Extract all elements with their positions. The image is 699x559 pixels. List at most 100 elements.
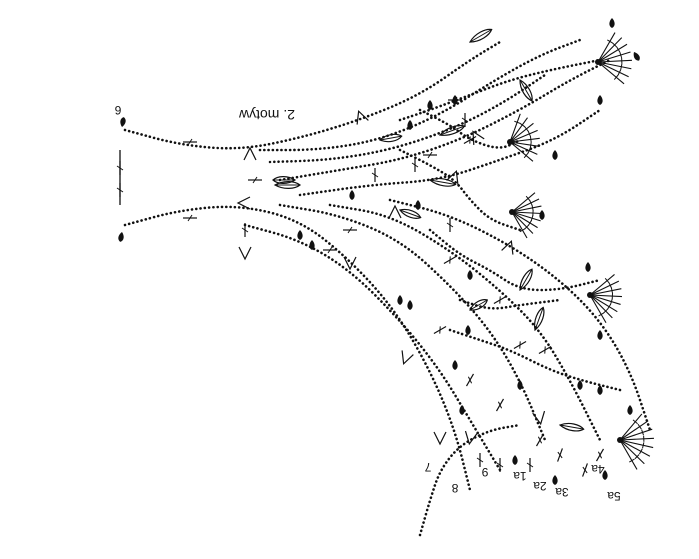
v-mark-5 [464,430,478,446]
fan-right-spoke [589,294,618,313]
fan-right-spoke [589,294,621,305]
petal-stitch-9-stem [534,307,544,331]
chain-row-upper-2 [258,38,582,152]
fan-mid-1-tick [523,152,529,159]
chain-connector-2 [418,108,522,149]
stem-picot-2-fill [118,232,124,242]
fan-mid-1-tick [529,142,532,149]
fan-mid-1-spoke [509,113,521,143]
fan-bottom-spoke [619,413,643,441]
chain-row-upper-1 [123,40,502,150]
v-mark-6 [532,410,546,426]
dc-stitch-15 [595,448,605,462]
picot-4-fill [552,150,558,160]
picot-18-fill [465,325,471,335]
v-stitch-2-lines [238,246,252,261]
fan-mid-1-spoke [509,137,540,143]
picot-18 [465,325,471,335]
picot-14-fill [597,385,603,395]
fan-mid-2-spoke [511,211,534,234]
picot-6 [297,230,303,240]
chain-connector-4 [448,328,622,392]
fan-mid-1-spoke [509,141,538,155]
stem-tick-1-cross [116,165,124,171]
stem-picot-1 [120,117,126,127]
row-label-2a: 2a [533,479,547,493]
petal-stitch-4-stem [429,179,456,186]
picot-15-fill [627,405,633,415]
picot-21 [467,270,473,280]
fan-top-spoke [597,37,623,63]
dc-stitch-12-cross [537,436,543,444]
fan-mid-2-tick [529,199,533,206]
picot-5 [539,210,545,220]
fan-bottom [617,413,654,470]
fan-top [595,32,632,85]
petal-stitch-10 [558,422,585,432]
fan-top-tick [619,51,623,58]
v-stitch-1-lines [243,146,257,161]
fan-mid-1-spoke [509,117,528,143]
fan-mid-2-spoke [511,211,528,239]
fan-top-spoke [597,43,628,63]
picot-23 [427,100,433,110]
v-mark-8-lines [343,256,357,271]
stem-tick-3-cross [187,138,193,146]
dc-stitch-7 [513,340,527,350]
picot-16 [585,262,591,272]
v-mark-7-lines [356,109,369,125]
dc-stitch-2-cross [469,136,471,144]
v-mark-9-lines [388,204,402,219]
dc-stitch-18 [526,458,534,472]
dc-stitch-1-cross [452,96,458,104]
fan-right-spoke [589,294,607,323]
chain-connector-3 [428,228,602,292]
dc-stitch-11 [495,398,505,412]
picot-1 [609,18,615,28]
v-stitch-3 [236,196,251,210]
picot-20 [415,200,421,210]
chain-connector-5 [458,298,562,310]
petal-stitch-5 [378,133,403,143]
petal-stitch-7 [273,181,301,189]
fan-top-tick [620,63,623,70]
row-label-6: 6 [114,103,121,117]
v-mark-2 [446,169,459,185]
picot-10 [452,360,458,370]
dc-stitch-17 [496,458,504,472]
picot-2 [633,52,640,61]
picot-14 [597,385,603,395]
row-label-8: 8 [451,481,458,495]
fan-mid-2-tick [524,224,530,230]
picot-26 [552,475,558,485]
stitch-symbols [116,18,654,485]
v-mark-2-lines [446,169,459,185]
center-tick-2 [241,223,249,237]
picot-17 [597,330,603,340]
fan-right-base [587,292,593,298]
petal-stitch-8-stem [519,268,533,291]
dc-stitch-22-cross [327,246,333,254]
fan-mid-1-spoke [509,141,540,148]
petal-stitch-11 [469,299,489,311]
fan-top-spoke [597,61,625,85]
row-label-9: 9 [481,465,488,479]
dc-stitch-19-cross [461,117,469,123]
dc-stitch-4-cross [411,162,419,168]
fan-top-spoke [597,59,632,63]
v-mark-10 [501,239,514,255]
dc-stitch-11-cross [497,401,503,409]
center-tick-2-cross [241,227,249,233]
chain-row-lower-3 [278,203,547,442]
fan-mid-1-spoke [509,122,534,143]
fan-top-spoke [597,61,629,78]
fan-bottom-spoke [619,439,638,470]
dc-stitch-8-cross [544,346,546,354]
picot-19 [349,190,355,200]
chain-row-upper-4 [298,108,602,197]
petal-stitch-5-outline [378,133,403,143]
row-label-5a: 5a [607,489,621,503]
chain-row-lower-5 [388,198,652,432]
v-stitch-3-lines [236,196,251,210]
fan-right-tick [603,308,609,314]
